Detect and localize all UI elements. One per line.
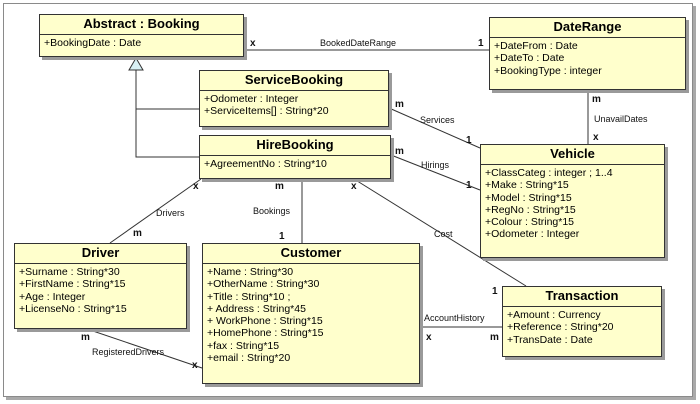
assoc-label-services: Services (420, 115, 455, 125)
attribute: +Odometer : Integer (204, 93, 299, 105)
mult-services-to: 1 (466, 135, 472, 146)
mult-booked-to: 1 (478, 38, 484, 49)
class-daterange[interactable]: DateRange +DateFrom : Date +DateTo : Dat… (489, 17, 686, 90)
attribute: +fax : String*15 (207, 339, 280, 352)
attribute: +OtherName : String*30 (207, 278, 320, 291)
mult-drivers-to: m (133, 228, 142, 239)
attribute: +DateFrom : Date (494, 40, 578, 52)
class-title: Vehicle (481, 145, 664, 165)
assoc-line-cost (353, 178, 527, 287)
attribute: +Make : String*15 (485, 179, 569, 192)
attribute: +RegNo : String*15 (485, 203, 576, 216)
mult-bookings-from: m (275, 181, 284, 192)
assoc-line-drivers (109, 178, 202, 244)
attribute: +Surname : String*30 (19, 266, 120, 278)
assoc-label-account-history: AccountHistory (424, 313, 485, 323)
class-title: Driver (15, 244, 186, 264)
assoc-label-cost: Cost (434, 229, 453, 239)
class-attributes: +Name : String*30 +OtherName : String*30… (203, 264, 419, 366)
attribute: +Model : String*15 (485, 191, 572, 204)
assoc-line-services (388, 107, 481, 149)
attribute: +HomePhone : String*15 (207, 327, 324, 340)
attribute: + Address : String*45 (207, 302, 306, 315)
attribute: +BookingDate : Date (44, 37, 142, 49)
attribute: +DateTo : Date (494, 52, 565, 65)
class-customer[interactable]: Customer +Name : String*30 +OtherName : … (202, 243, 420, 384)
mult-services-from: m (395, 99, 404, 110)
attribute: +Title : String*10 ; (207, 290, 291, 303)
attribute: +Age : Integer (19, 290, 86, 303)
attribute: +BookingType : integer (494, 64, 602, 77)
attribute: +AgreementNo : String*10 (204, 158, 327, 170)
assoc-label-hirings: Hirings (421, 160, 450, 170)
attribute: +LicenseNo : String*15 (19, 302, 127, 315)
class-driver[interactable]: Driver +Surname : String*30 +FirstName :… (14, 243, 187, 329)
attribute: +Reference : String*20 (507, 321, 614, 334)
attribute: +FirstName : String*15 (19, 278, 126, 291)
mult-registered-from: m (81, 332, 90, 343)
class-booking[interactable]: Abstract : Booking +BookingDate : Date (39, 14, 244, 57)
class-title: Abstract : Booking (40, 15, 243, 35)
mult-bookings-to: 1 (279, 231, 285, 242)
class-attributes: +BookingDate : Date (40, 35, 243, 51)
class-title: ServiceBooking (200, 71, 388, 91)
class-title: Customer (203, 244, 419, 264)
attribute: +Colour : String*15 (485, 216, 575, 229)
class-attributes: +Amount : Currency +Reference : String*2… (503, 307, 661, 348)
mult-cost-to: 1 (492, 286, 498, 297)
mult-drivers-from: x (193, 181, 199, 192)
mult-cost-from: x (351, 181, 357, 192)
mult-unavail-from: m (592, 94, 601, 105)
class-title: Transaction (503, 287, 661, 307)
assoc-label-registered-drivers: RegisteredDrivers (92, 347, 165, 357)
assoc-label-drivers: Drivers (156, 208, 185, 218)
class-attributes: +Surname : String*30 +FirstName : String… (15, 264, 186, 317)
attribute: + WorkPhone : String*15 (207, 315, 323, 328)
class-attributes: +Odometer : Integer +ServiceItems[] : St… (200, 91, 388, 120)
mult-registered-to: x (192, 360, 198, 371)
mult-account-to: m (490, 332, 499, 343)
class-attributes: +ClassCateg : integer ; 1..4 +Make : Str… (481, 165, 664, 243)
generalization-line (135, 70, 199, 158)
assoc-label-bookings: Bookings (253, 206, 291, 216)
mult-hirings-to: 1 (466, 180, 472, 191)
mult-booked-from: x (250, 38, 256, 49)
mult-unavail-to: x (593, 132, 599, 143)
mult-account-from: x (426, 332, 432, 343)
class-servicebooking[interactable]: ServiceBooking +Odometer : Integer +Serv… (199, 70, 389, 127)
attribute: +TransDate : Date (507, 333, 593, 346)
attribute: +Odometer : Integer (485, 228, 580, 241)
assoc-label-booked-date-range: BookedDateRange (320, 38, 396, 48)
generalization-arrowhead (128, 57, 144, 71)
class-attributes: +DateFrom : Date +DateTo : Date +Booking… (490, 38, 685, 79)
assoc-label-unavail-dates: UnavailDates (594, 114, 648, 124)
class-hirebooking[interactable]: HireBooking +AgreementNo : String*10 (199, 135, 391, 179)
class-title: DateRange (490, 18, 685, 38)
class-vehicle[interactable]: Vehicle +ClassCateg : integer ; 1..4 +Ma… (480, 144, 665, 258)
class-attributes: +AgreementNo : String*10 (200, 156, 390, 172)
assoc-line-hirings (390, 154, 481, 191)
attribute: +Amount : Currency (507, 309, 601, 321)
class-transaction[interactable]: Transaction +Amount : Currency +Referenc… (502, 286, 662, 357)
attribute: +ServiceItems[] : String*20 (204, 105, 329, 118)
mult-hirings-from: m (395, 146, 404, 157)
assoc-line-registered-drivers (89, 329, 203, 369)
class-title: HireBooking (200, 136, 390, 156)
attribute: +ClassCateg : integer ; 1..4 (485, 167, 613, 179)
attribute: +Name : String*30 (207, 266, 294, 278)
attribute: +email : String*20 (207, 352, 291, 365)
